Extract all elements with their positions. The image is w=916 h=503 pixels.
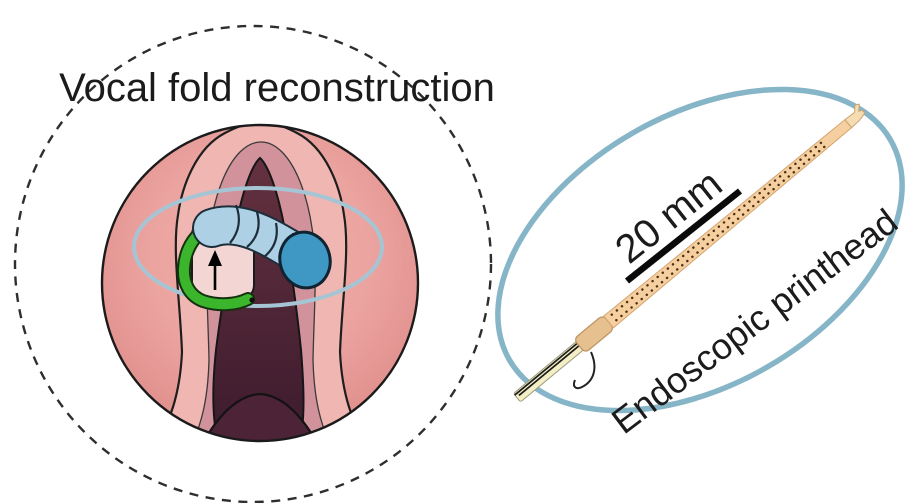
- graft-clip: [178, 223, 253, 310]
- trachea-dome: [198, 392, 322, 441]
- clip-tip-dot: [249, 297, 255, 303]
- circumferential-ring: [132, 186, 384, 308]
- figure-title: Vocal fold reconstruction: [59, 66, 495, 110]
- tube-segment-line: [246, 211, 260, 248]
- nozzle-dot-row: [610, 138, 827, 316]
- wire-line: [518, 343, 582, 397]
- larynx-outline: [100, 123, 420, 443]
- scale-bar: [624, 188, 743, 284]
- larynx-endoscopic-view: [100, 123, 420, 443]
- endoscopic-printhead-device: [513, 103, 866, 402]
- printhead-ellipse-border: [495, 86, 905, 414]
- dashed-circle-border: [13, 24, 493, 503]
- tube-segment-line: [229, 204, 241, 244]
- bioprinted-implant-tube: [192, 204, 332, 290]
- up-arrow-icon: [208, 250, 222, 266]
- tube-end-cap: [278, 230, 332, 290]
- printhead-nozzle-tip: [844, 103, 866, 129]
- printhead-panel: 20 mm Endoscopic printhead: [495, 86, 905, 442]
- nozzle-dot-row: [615, 142, 830, 322]
- wire-line: [514, 340, 580, 396]
- tube-segment-line: [263, 222, 278, 258]
- hanging-wire: [572, 351, 596, 390]
